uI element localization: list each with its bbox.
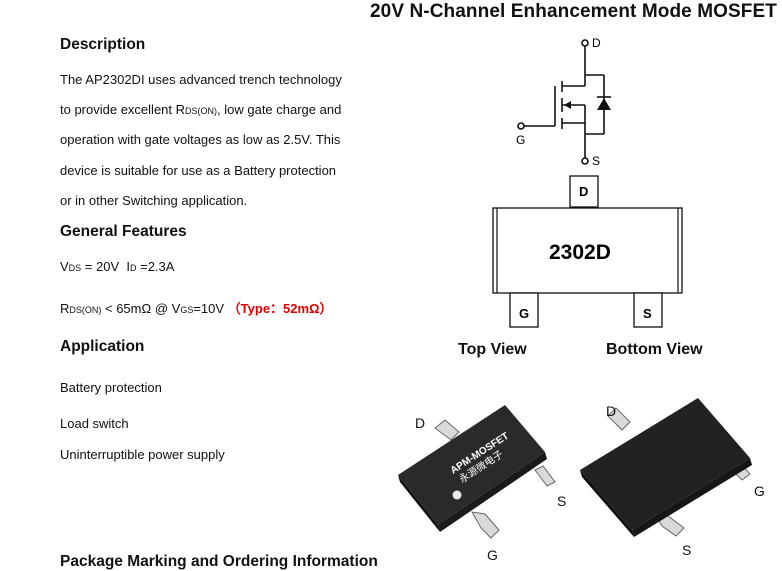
vgs-subscript: GS [180,305,194,315]
photo-left-s-label: S [557,493,566,509]
package-marking: 2302D [549,241,611,264]
description-line-3: operation with gate voltages as low as 2… [60,132,340,147]
pin-d-pad [569,175,599,208]
pin-g-label: G [519,306,529,321]
photo-right-s-label: S [682,542,691,558]
description-text: , low gate charge and [217,102,342,117]
vds-subscript: DS [68,263,82,273]
application-heading: Application [60,338,145,355]
description-line-5: or in other Switching application. [60,193,247,208]
rds-subscript: DS(ON) [69,305,102,315]
description-line-1: The AP2302DI uses advanced trench techno… [60,72,342,87]
schematic-source-label: S [592,154,600,168]
package-body [492,207,683,294]
photo-right-d-label: D [606,403,616,419]
mosfet-schematic-icon: D G S [516,36,611,168]
photo-left-g-label: G [487,547,498,563]
rds-symbol: R [60,301,70,316]
description-line-4: device is suitable for use as a Battery … [60,163,336,178]
pin-s-pad [633,292,663,328]
feature-vds-id: VDS = 20V ID =2.3A [60,259,174,274]
application-item: Load switch [60,416,129,431]
bottom-view-label: Bottom View [606,341,703,358]
package-outline-diagram: D 2302D G S [492,175,683,328]
top-view-label: Top View [458,341,527,358]
description-text: The AP2302DI uses advanced trench techno… [60,72,342,87]
description-text: operation with gate voltages as low as 2… [60,132,341,147]
pin-g-pad [509,292,539,328]
pin-s-label: S [643,306,652,321]
application-item: Battery protection [60,380,162,395]
schematic-gate-label: G [516,133,525,147]
id-symbol: I [126,259,130,274]
vds-symbol: V [60,259,69,274]
description-heading: Description [60,36,146,53]
pin-d-label: D [579,184,588,199]
package-marking-heading: Package Marking and Ordering Information [60,553,378,570]
rdson-subscript: DS(ON) [185,106,218,116]
photo-left-d-label: D [415,415,425,431]
chip-photo-top: APM-MOSFET 永源微电子 D S G [398,405,566,563]
chip-photo-bottom: D G S [580,398,765,558]
description-text: or in other Switching application. [60,193,248,208]
schematic-drain-label: D [592,36,601,50]
id-subscript: D [129,263,137,273]
description-line-2: to provide excellent RDS(ON), low gate c… [60,102,341,117]
photo-right-g-label: G [754,483,765,499]
description-text: device is suitable for use as a Battery … [60,163,337,178]
id-value: =2.3A [136,259,175,274]
document-title: 20V N-Channel Enhancement Mode MOSFET [370,1,777,22]
vds-value: = 20V [81,259,127,274]
features-heading: General Features [60,223,187,240]
feature-rdson: RDS(ON) < 65mΩ @ VGS=10V （Type：52mΩ） [60,298,333,317]
description-text: to provide excellent R [60,102,186,117]
rds-value: < 65mΩ @ V [101,301,181,316]
application-item: Uninterruptible power supply [60,447,225,462]
vgs-value: =10V [193,301,228,316]
typical-rdson: （Type：52mΩ） [227,301,333,316]
